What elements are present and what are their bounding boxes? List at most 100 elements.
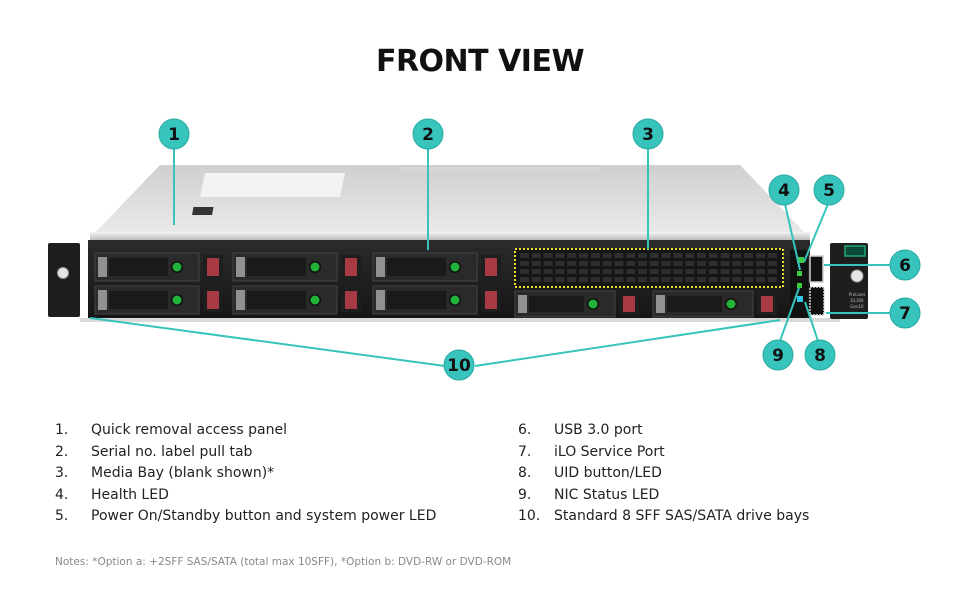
model-badge-line1: ProLiant xyxy=(849,292,866,297)
legend-left: 1.Quick removal access panel 2.Serial no… xyxy=(55,420,436,528)
access-panel-latch xyxy=(192,207,214,215)
drive-bay[interactable] xyxy=(372,252,501,282)
media-bay-vent-slot xyxy=(685,269,695,274)
callout-3: 3 xyxy=(632,118,664,150)
media-bay-vent-slot xyxy=(614,277,624,282)
callout-9: 9 xyxy=(762,339,794,371)
drive-status-led xyxy=(588,299,598,309)
media-bay-vent-slot xyxy=(555,261,565,266)
media-bay-vent-slot xyxy=(708,261,718,266)
drive-release-latch[interactable] xyxy=(761,296,773,312)
legend-number: 6. xyxy=(518,422,532,438)
drive-handle[interactable] xyxy=(109,291,168,309)
drive-release-latch[interactable] xyxy=(485,291,497,309)
media-bay-vent-slot xyxy=(590,253,600,258)
drive-status-led xyxy=(172,262,182,272)
usb-port[interactable] xyxy=(809,255,824,283)
drive-status-led xyxy=(450,295,460,305)
drive-handle[interactable] xyxy=(109,258,168,276)
drive-release-latch[interactable] xyxy=(207,291,219,309)
drive-handle[interactable] xyxy=(387,258,446,276)
drive-release-latch[interactable] xyxy=(485,258,497,276)
drive-handle[interactable] xyxy=(387,291,446,309)
media-bay-vent-slot xyxy=(673,269,683,274)
media-bay-vent-slot xyxy=(614,269,624,274)
media-bay-vent-slot xyxy=(649,253,659,258)
media-bay-vent-slot xyxy=(697,261,706,266)
drive-bay[interactable] xyxy=(232,285,361,315)
legend-label: Health LED xyxy=(91,486,169,503)
media-bay-vent-slot xyxy=(626,277,636,282)
svg-text:9: 9 xyxy=(772,346,784,366)
media-bay-vent-slot xyxy=(673,277,683,282)
drive-status-led xyxy=(310,295,320,305)
callout-10: 10 xyxy=(443,349,475,381)
drive-handle[interactable] xyxy=(247,258,306,276)
media-bay-vent-slot xyxy=(626,253,636,258)
drive-bay[interactable] xyxy=(652,290,777,318)
media-bay-vent-slot xyxy=(767,253,777,258)
drive-handle[interactable] xyxy=(529,296,584,312)
media-bay-vent-slot xyxy=(567,269,577,274)
legend-item: 1. Quick removal access panel xyxy=(55,420,436,442)
legend-item: 8.UID button/LED xyxy=(518,463,809,485)
drive-bay[interactable] xyxy=(94,285,223,315)
legend-label: Standard 8 SFF SAS/SATA drive bays xyxy=(554,508,810,524)
media-bay-vent-slot xyxy=(708,277,718,282)
drive-release-latch[interactable] xyxy=(345,258,357,276)
svg-text:5: 5 xyxy=(823,181,835,201)
drive-bay[interactable] xyxy=(372,285,501,315)
media-bay xyxy=(514,248,784,288)
drive-label xyxy=(376,290,385,310)
drive-handle[interactable] xyxy=(667,296,722,312)
legend-number: 1. xyxy=(55,422,69,438)
power-button[interactable] xyxy=(797,257,804,263)
legend-label: Serial no. label pull tab xyxy=(91,443,253,460)
legend-number: 7. xyxy=(518,443,532,460)
drive-bay[interactable] xyxy=(232,252,361,282)
drive-handle[interactable] xyxy=(247,291,306,309)
media-bay-vent-slot xyxy=(567,253,577,258)
legend-label: NIC Status LED xyxy=(554,486,660,503)
drive-release-latch[interactable] xyxy=(207,258,219,276)
model-badge-line2: DL160 xyxy=(851,298,864,303)
media-bay-vent-slot xyxy=(756,261,765,266)
legend-number: 10. xyxy=(518,508,541,524)
media-bay-vent-slot xyxy=(720,253,730,258)
drive-status-led xyxy=(450,262,460,272)
media-bay-vent-slot xyxy=(697,269,706,274)
left-thumbscrew[interactable] xyxy=(57,267,69,279)
drive-release-latch[interactable] xyxy=(623,296,635,312)
leader-9 xyxy=(779,287,800,342)
media-bay-vent-slot xyxy=(767,277,777,282)
drive-bay[interactable] xyxy=(94,252,223,282)
media-bay-vent-slot xyxy=(579,277,588,282)
media-bay-vent-slot xyxy=(543,253,553,258)
media-bay-vent-slot xyxy=(732,253,742,258)
legend-item: 7.iLO Service Port xyxy=(518,442,809,464)
legend-item: 4.Health LED xyxy=(55,485,436,507)
media-bay-vent-slot xyxy=(732,269,742,274)
drive-release-latch[interactable] xyxy=(345,291,357,309)
callout-5: 5 xyxy=(813,174,845,206)
footnote: Notes: *Option a: +2SFF SAS/SATA (total … xyxy=(55,556,512,568)
right-thumbscrew[interactable] xyxy=(850,269,864,283)
legend-item: 6.USB 3.0 port xyxy=(518,420,809,442)
top-vent-strip xyxy=(400,167,600,171)
svg-text:7: 7 xyxy=(899,304,911,324)
drive-label xyxy=(236,257,245,277)
leader-10-left xyxy=(89,317,446,367)
svg-text:3: 3 xyxy=(642,125,654,145)
uid-button[interactable] xyxy=(797,296,803,302)
media-bay-vent-slot xyxy=(661,253,671,258)
drive-bay[interactable] xyxy=(514,290,639,318)
media-bay-vent-slot xyxy=(590,269,600,274)
bezel-bottom-edge xyxy=(80,318,840,322)
media-bay-vent-slot xyxy=(708,269,718,274)
legend-item: 9.NIC Status LED xyxy=(518,485,809,507)
health-led xyxy=(797,271,802,276)
ilo-service-port[interactable] xyxy=(809,286,825,316)
media-bay-vent-slot xyxy=(543,277,553,282)
callout-2: 2 xyxy=(412,118,444,150)
legend-label: Quick removal access panel xyxy=(91,422,287,438)
